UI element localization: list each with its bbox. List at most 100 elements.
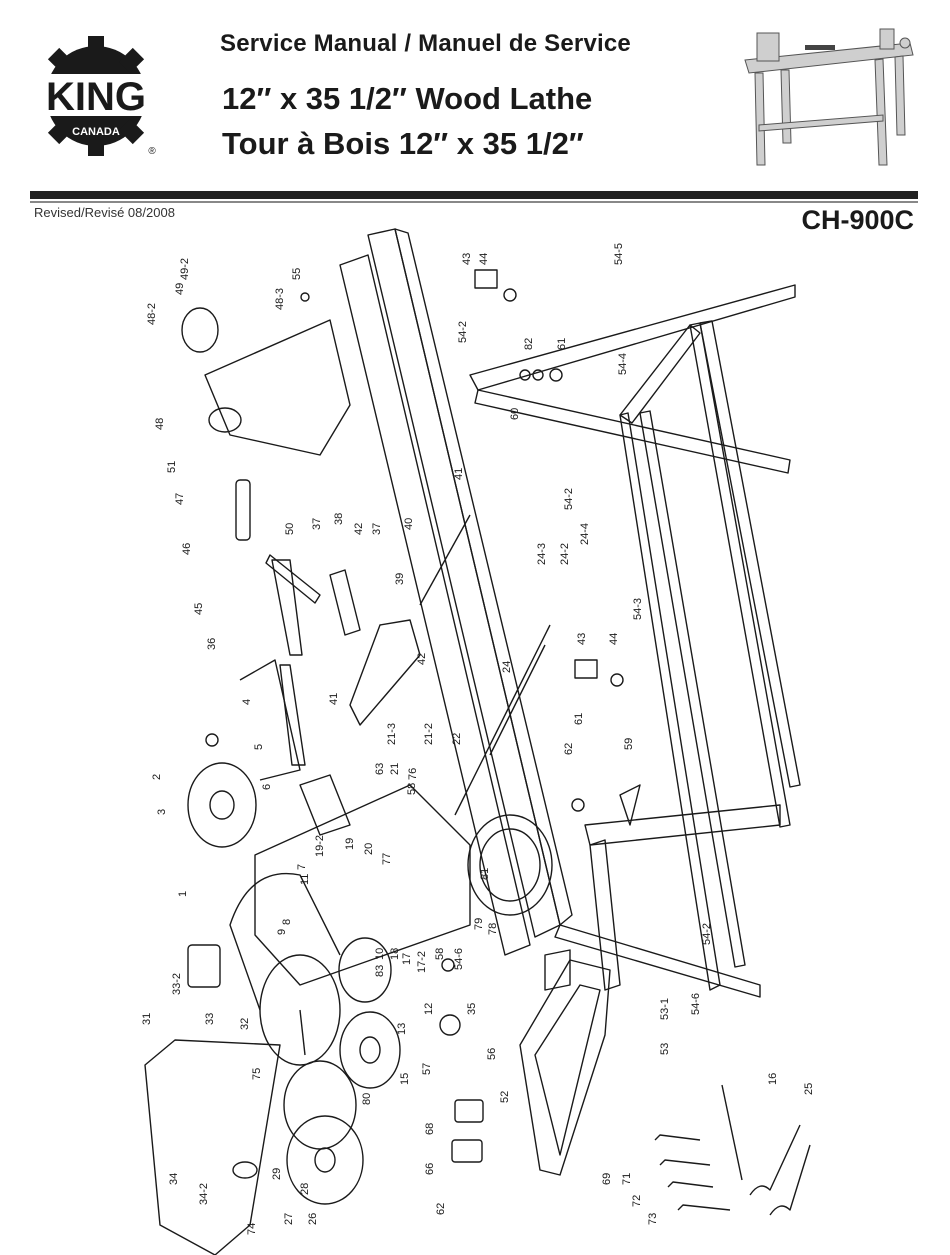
- part-label: 44: [478, 253, 490, 265]
- part-label: 13: [396, 1023, 408, 1035]
- part-label: 83: [374, 965, 386, 977]
- part-label: 32: [239, 1018, 251, 1030]
- part-label: 50: [284, 523, 296, 535]
- part-label: 62: [435, 1203, 447, 1215]
- part-label: 41: [453, 468, 465, 480]
- hardware: [205, 269, 641, 1036]
- part-label: 69: [601, 1173, 613, 1185]
- part-label: 19-2: [314, 835, 326, 857]
- part-label: 42: [416, 653, 428, 665]
- title-french: Tour à Bois 12″ x 35 1/2″: [222, 126, 584, 161]
- part-label: 54-3: [632, 598, 644, 620]
- part-label: 78: [487, 923, 499, 935]
- part-label: 21: [389, 763, 401, 775]
- part-label: 8: [281, 919, 293, 925]
- part-label: 48: [154, 418, 166, 430]
- part-label: 48-2: [146, 303, 158, 325]
- motor: [229, 872, 341, 1066]
- part-label: 43: [576, 633, 588, 645]
- part-label: 57: [421, 1063, 433, 1075]
- part-label: 53: [659, 1043, 671, 1055]
- service-manual-heading: Service Manual / Manuel de Service: [220, 30, 631, 57]
- spindle: [239, 659, 306, 781]
- belt-guard-cover: [144, 1039, 281, 1255]
- revision-date: Revised/Revisé 08/2008: [34, 205, 175, 220]
- part-label: 60: [509, 408, 521, 420]
- part-label: 27: [283, 1213, 295, 1225]
- part-label: 34-2: [198, 1183, 210, 1205]
- part-label: 24-3: [536, 543, 548, 565]
- part-label: 26: [307, 1213, 319, 1225]
- part-label: 37: [371, 523, 383, 535]
- part-label: 39: [394, 573, 406, 585]
- part-label: 33-2: [171, 973, 183, 995]
- accessory-tools: [721, 1084, 811, 1216]
- part-label: 36: [206, 638, 218, 650]
- tailstock: [204, 319, 351, 456]
- part-label: 7: [296, 864, 308, 870]
- tailstock-handwheel: [181, 307, 219, 353]
- part-label: 35: [466, 1003, 478, 1015]
- part-label: 45: [193, 603, 205, 615]
- part-label: 62: [563, 743, 575, 755]
- part-label: 59: [623, 738, 635, 750]
- part-label: 49-2: [179, 258, 191, 280]
- part-label: 74: [246, 1223, 258, 1235]
- part-label: 22: [451, 733, 463, 745]
- part-label: 4: [241, 699, 253, 705]
- headstock: [254, 774, 471, 986]
- part-label: 2: [151, 774, 163, 780]
- part-label: 54-6: [453, 948, 465, 970]
- part-label: 10: [374, 948, 386, 960]
- part-label: 29: [271, 1168, 283, 1180]
- part-label: 16: [767, 1073, 779, 1085]
- header-divider-thin: [30, 201, 918, 203]
- tool-tray: [519, 959, 611, 1176]
- header-divider-thick: [30, 191, 918, 199]
- part-label: 54-2: [563, 488, 575, 510]
- model-number: CH-900C: [801, 205, 914, 235]
- lock-rods: [419, 514, 551, 816]
- part-label: 37: [311, 518, 323, 530]
- part-label: 47: [174, 493, 186, 505]
- part-label: 21-3: [386, 723, 398, 745]
- part-label: 77: [381, 853, 393, 865]
- tool-rest-base: [329, 569, 421, 726]
- exploded-parts-diagram: 1 2 3 4 5 6 7 8 9 10 11 12 13 15 16 17 1…: [141, 228, 815, 1255]
- lathe-thumbnail: [744, 28, 914, 166]
- part-label: 76: [407, 768, 419, 780]
- part-label: 79: [473, 918, 485, 930]
- part-label: 3: [156, 809, 168, 815]
- part-label: 55: [291, 268, 303, 280]
- part-label: 54-2: [457, 321, 469, 343]
- tailstock-quill: [235, 479, 251, 541]
- part-label: 19: [344, 838, 356, 850]
- part-label: 56: [486, 1048, 498, 1060]
- part-label: 66: [424, 1163, 436, 1175]
- part-label: 61: [556, 338, 568, 350]
- part-label: 52: [499, 1091, 511, 1103]
- capacitor: [187, 944, 221, 988]
- tool-rest: [265, 554, 321, 656]
- part-label: 15: [399, 1073, 411, 1085]
- part-label: 54-5: [613, 243, 625, 265]
- part-label: 48-3: [274, 288, 286, 310]
- switch-box: [451, 1099, 484, 1163]
- part-label: 43: [461, 253, 473, 265]
- pulleys: [283, 937, 401, 1205]
- part-label: 38: [333, 513, 345, 525]
- part-label: 5: [253, 744, 265, 750]
- part-label: 17: [401, 953, 413, 965]
- stand-frame: [469, 284, 801, 998]
- part-labels: 1 2 3 4 5 6 7 8 9 10 11 12 13 15 16 17 1…: [141, 243, 815, 1235]
- part-label: 54-6: [690, 993, 702, 1015]
- part-label: 49: [174, 283, 186, 295]
- part-label: 51: [166, 461, 178, 473]
- part-label: 46: [181, 543, 193, 555]
- part-label: 24-2: [559, 543, 571, 565]
- part-label: 20: [363, 843, 375, 855]
- part-label: 11: [299, 874, 311, 885]
- part-label: 28: [299, 1183, 311, 1195]
- part-label: 1: [177, 891, 189, 897]
- logo-text: KING: [46, 75, 146, 119]
